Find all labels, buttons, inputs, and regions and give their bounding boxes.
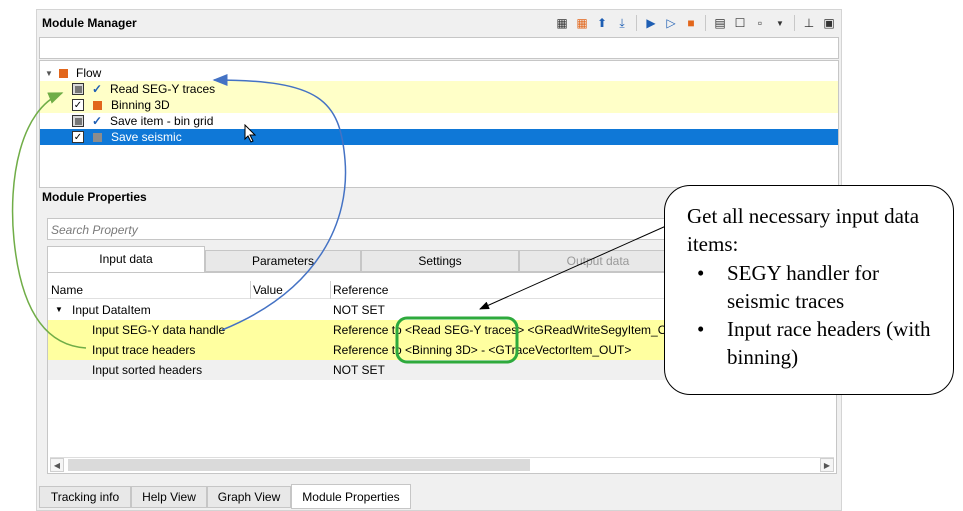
row-name: Input sorted headers [92, 363, 202, 377]
tab-tracking-info[interactable]: Tracking info [39, 486, 131, 508]
row-name: Input DataItem [72, 303, 151, 317]
tree-root-label: Flow [76, 66, 101, 80]
row-reference: NOT SET [333, 303, 385, 317]
step-run-icon[interactable]: ▷ [663, 15, 679, 31]
scroll-right-icon[interactable]: ▶ [820, 458, 834, 472]
column-header-value[interactable]: Value [253, 283, 283, 297]
tree-item-label: Save seismic [111, 130, 182, 144]
tab-settings[interactable]: Settings [361, 250, 519, 272]
enabled-checkbox[interactable]: ✓ [72, 99, 84, 111]
tree-item-read-segy[interactable]: ✓ Read SEG-Y traces [40, 81, 838, 97]
flow-header-bar [39, 37, 839, 59]
move-bottom-icon[interactable]: ⤓ [614, 15, 630, 31]
properties-icon[interactable]: ▤ [712, 15, 728, 31]
tree-item-save-seismic[interactable]: ✓ Save seismic [40, 129, 838, 145]
title-bar: Module Manager ▦ ▦ ⬆ ⤓ ▶ ▷ ■ ▤ ☐ ▫ ▼ ⊥ ▣ [37, 10, 841, 36]
callout-bullet: SEGY handler for seismic traces [687, 259, 941, 315]
move-up-icon[interactable]: ⬆ [594, 15, 610, 31]
scroll-left-icon[interactable]: ◀ [50, 458, 64, 472]
tab-module-properties[interactable]: Module Properties [291, 484, 411, 509]
bottom-tabs: Tracking info Help View Graph View Modul… [37, 484, 841, 511]
remove-module-icon[interactable]: ▦ [574, 15, 590, 31]
toolbar-separator [636, 15, 637, 31]
row-name: Input trace headers [92, 343, 195, 357]
module-properties-title: Module Properties [42, 190, 147, 204]
toolbar: ▦ ▦ ⬆ ⤓ ▶ ▷ ■ ▤ ☐ ▫ ▼ ⊥ ▣ [554, 13, 837, 33]
disabled-checkbox[interactable] [72, 83, 84, 95]
tab-output-data[interactable]: Output data [519, 250, 677, 272]
row-name: Input SEG-Y data handle [92, 323, 225, 337]
add-module-icon[interactable]: ▦ [554, 15, 570, 31]
callout-bullets: SEGY handler for seismic traces Input ra… [687, 259, 941, 371]
tree-item-save-bin-grid[interactable]: ✓ Save item - bin grid [40, 113, 838, 129]
tab-input-data[interactable]: Input data [47, 246, 205, 273]
clipboard-icon[interactable]: ☐ [732, 15, 748, 31]
tree-item-label: Binning 3D [111, 98, 170, 112]
column-header-reference[interactable]: Reference [333, 283, 388, 297]
status-square-icon [93, 101, 102, 110]
toolbar-separator [794, 15, 795, 31]
tree-item-binning-3d[interactable]: ✓ Binning 3D [40, 97, 838, 113]
disabled-checkbox[interactable] [72, 115, 84, 127]
tree-item-label: Save item - bin grid [110, 114, 213, 128]
callout-text: Get all necessary input data items: [687, 202, 941, 258]
column-header-name[interactable]: Name [51, 283, 83, 297]
dropdown-icon[interactable]: ▼ [772, 15, 788, 31]
tree-item-label: Read SEG-Y traces [110, 82, 215, 96]
scroll-thumb[interactable] [68, 459, 530, 471]
row-reference: Reference to <Binning 3D> - <GTraceVecto… [333, 343, 631, 357]
flow-tree[interactable]: ▼ Flow ✓ Read SEG-Y traces ✓ Binning 3D … [39, 60, 839, 188]
stop-icon[interactable]: ■ [683, 15, 699, 31]
toolbar-separator [705, 15, 706, 31]
row-reference: NOT SET [333, 363, 385, 377]
check-icon: ✓ [90, 114, 104, 128]
flow-icon [59, 69, 68, 78]
tab-help-view[interactable]: Help View [131, 486, 207, 508]
row-reference: Reference to <Read SEG-Y traces> <GReadW… [333, 323, 683, 337]
enabled-checkbox[interactable]: ✓ [72, 131, 84, 143]
check-icon: ✓ [90, 82, 104, 96]
pin-icon[interactable]: ⊥ [801, 15, 817, 31]
status-square-icon [93, 133, 102, 142]
expand-icon[interactable]: ▼ [55, 305, 63, 314]
annotation-callout: Get all necessary input data items: SEGY… [664, 185, 954, 395]
collapse-icon[interactable]: ▼ [45, 69, 55, 78]
callout-bullet: Input race headers (with binning) [687, 315, 941, 371]
tab-graph-view[interactable]: Graph View [207, 486, 291, 508]
column-separator[interactable] [250, 281, 251, 299]
horizontal-scrollbar[interactable]: ◀ ▶ [50, 457, 834, 471]
tree-root-flow[interactable]: ▼ Flow [40, 65, 838, 81]
panel-title: Module Manager [42, 16, 137, 30]
run-icon[interactable]: ▶ [643, 15, 659, 31]
tab-parameters[interactable]: Parameters [205, 250, 361, 272]
column-separator[interactable] [330, 281, 331, 299]
mouse-cursor-icon [244, 124, 258, 144]
new-flow-icon[interactable]: ▫ [752, 15, 768, 31]
float-icon[interactable]: ▣ [821, 15, 837, 31]
